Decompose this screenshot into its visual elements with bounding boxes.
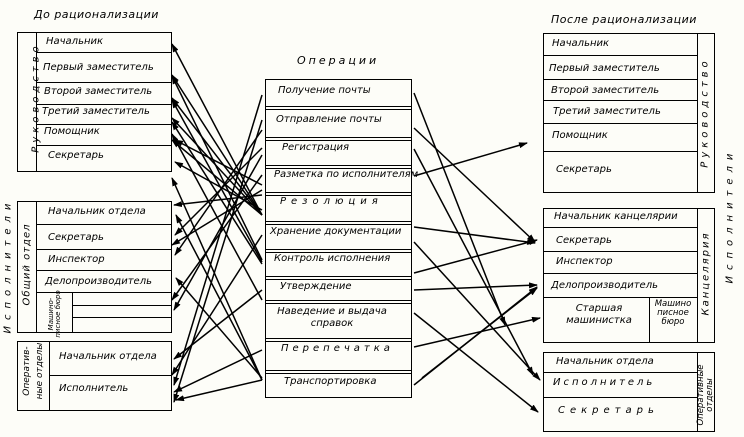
center-title: Операции [297, 54, 380, 67]
right-ch-row: Начальник канцелярии [554, 211, 678, 222]
left-gd-row: Начальник отдела [48, 206, 146, 217]
right-op-row: Секретарь [558, 405, 659, 416]
operation-row: Получение почты [278, 85, 371, 96]
left-mgmt-row: Третий заместитель [42, 106, 150, 117]
right-ch-row: Секретарь [556, 235, 612, 246]
right-senior-typist: Старшая машинистка [566, 303, 632, 326]
operation-row: Резолюция [280, 196, 383, 207]
connection-arrow-left [171, 177, 263, 381]
connection-arrow-right [413, 241, 541, 381]
connection-arrow-right [413, 239, 538, 274]
right-op-row: Исполнитель [553, 377, 656, 388]
connection-arrow-left [171, 234, 263, 376]
left-gd-row: Инспектор [48, 254, 105, 265]
left-mgmt-row: Начальник [46, 36, 104, 47]
operation-row: Отправление почты [276, 114, 382, 125]
right-typing-bureau: Машинописное бюро [654, 299, 692, 327]
connection-arrow-left [171, 75, 263, 261]
left-operative-block [17, 341, 172, 411]
right-chancellery-block [543, 208, 715, 343]
left-general-dept-block [17, 201, 172, 333]
connection-arrow-left [173, 194, 263, 208]
connection-arrow-left [173, 154, 263, 311]
right-mgmt-row: Второй заместитель [551, 85, 660, 96]
connection-arrow-right [413, 286, 538, 386]
connection-arrow-left [171, 174, 263, 301]
right-ch-row: Делопроизводитель [551, 280, 658, 291]
left-op-row: Исполнитель [59, 383, 129, 394]
left-mgmt-row: Помощник [44, 126, 100, 137]
right-title: После рационализации [551, 13, 697, 26]
right-operative-block [543, 352, 715, 432]
operation-row: Утверждение [280, 281, 352, 292]
left-mgmt-row: Первый заместитель [43, 62, 154, 73]
connection-arrow-left [173, 94, 263, 386]
connection-arrow-right [413, 312, 539, 413]
right-management-block [543, 33, 715, 193]
connection-arrow-left [174, 139, 263, 186]
connection-arrow-right [413, 127, 536, 243]
connection-arrow-right [413, 92, 506, 326]
left-mgmt-row: Второй заместитель [44, 86, 153, 97]
connection-arrow-right [413, 226, 536, 245]
connection-arrow-left [173, 289, 263, 360]
connection-arrow-right [413, 142, 528, 177]
connection-arrow-right [413, 282, 538, 291]
connection-arrow-left [171, 74, 263, 216]
connection-arrow-left [175, 214, 263, 381]
right-mgmt-row: Начальник [552, 38, 610, 49]
right-mgmt-row: Секретарь [556, 164, 612, 175]
connection-arrow-left [175, 379, 263, 402]
left-op-row: Начальник отдела [59, 351, 157, 362]
right-mgmt-row: Третий заместитель [553, 106, 661, 117]
operation-row: Перепечатка [281, 343, 394, 354]
operation-row: Хранение документации [270, 226, 402, 237]
left-gd-row: Секретарь [48, 232, 104, 243]
operations-block [265, 79, 412, 398]
connection-arrow-right [413, 316, 541, 348]
operation-row: Транспортировка [284, 376, 377, 387]
connection-arrow-left [173, 349, 263, 393]
connection-arrow-left [171, 189, 263, 246]
operation-row: Разметка по исполнителям [274, 169, 419, 180]
connection-arrow-left [171, 99, 263, 263]
left-gd-row: Делопроизводитель [45, 276, 152, 287]
right-mgmt-row: Первый заместитель [549, 63, 660, 74]
operation-row: Контроль исполнения [274, 253, 391, 264]
left-title: До рационализации [34, 8, 159, 21]
right-op-row: Начальник отдела [556, 356, 654, 367]
connection-arrow-left [173, 119, 263, 403]
operation-row: Регистрация [282, 142, 350, 153]
connection-arrow-right [413, 148, 534, 376]
connection-arrow-left [174, 161, 263, 211]
right-mgmt-row: Помощник [552, 130, 608, 141]
operation-row: Наведение и выдача справок [277, 306, 387, 329]
connection-arrow-left [175, 277, 263, 379]
left-mgmt-row: Секретарь [48, 150, 104, 161]
right-ch-row: Инспектор [556, 256, 613, 267]
connection-arrow-left [171, 43, 263, 216]
